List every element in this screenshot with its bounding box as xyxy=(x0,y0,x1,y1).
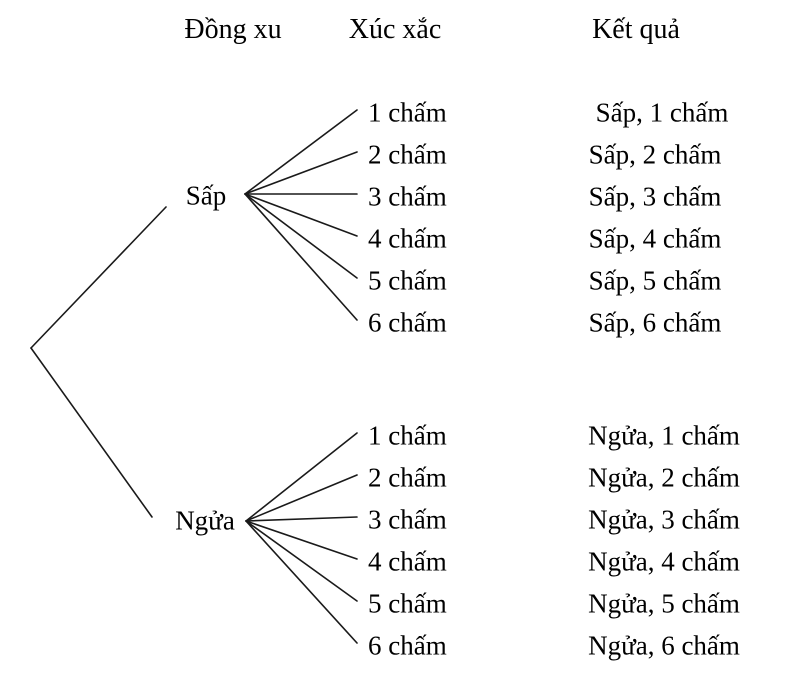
dice-label-ngua-1: 1 chấm xyxy=(368,420,447,451)
dice-label-ngua-4: 4 chấm xyxy=(368,546,447,577)
outcome-ngua-2: Ngửa, 2 chấm xyxy=(588,462,740,493)
outcome-sap-3: Sấp, 3 chấm xyxy=(588,181,722,212)
dice-label-ngua-5: 5 chấm xyxy=(368,588,447,619)
edge-ngua-to-die-4 xyxy=(245,520,358,560)
outcome-sap-4: Sấp, 4 chấm xyxy=(588,223,722,254)
dice-label-sap-6: 6 chấm xyxy=(368,307,447,338)
dice-label-sap-5: 5 chấm xyxy=(368,265,447,296)
dice-label-ngua-2: 2 chấm xyxy=(368,462,447,493)
outcome-ngua-3: Ngửa, 3 chấm xyxy=(588,504,740,535)
outcome-sap-5: Sấp, 5 chấm xyxy=(588,265,722,296)
coin-node-label-2: Ngửa xyxy=(175,505,235,536)
edge-ngua-to-die-3 xyxy=(245,516,358,522)
dice-label-sap-2: 2 chấm xyxy=(368,139,447,170)
outcome-ngua-4: Ngửa, 4 chấm xyxy=(588,546,740,577)
edge-ngua-to-die-5 xyxy=(245,520,358,602)
coin-node-label-1: Sấp xyxy=(185,180,227,211)
outcome-sap-2: Sấp, 2 chấm xyxy=(588,139,722,170)
dice-label-sap-4: 4 chấm xyxy=(368,223,447,254)
edge-root-to-coin-1 xyxy=(30,206,167,349)
edge-sap-to-die-1 xyxy=(244,109,358,195)
edge-sap-to-die-5 xyxy=(244,193,358,279)
outcome-ngua-6: Ngửa, 6 chấm xyxy=(588,630,740,661)
edge-ngua-to-die-1 xyxy=(245,432,358,522)
edge-root-to-coin-2 xyxy=(30,347,153,518)
outcome-ngua-5: Ngửa, 5 chấm xyxy=(588,588,740,619)
outcome-sap-6: Sấp, 6 chấm xyxy=(588,307,722,338)
edge-ngua-to-die-2 xyxy=(245,474,358,522)
outcome-ngua-1: Ngửa, 1 chấm xyxy=(588,420,740,451)
dice-label-sap-3: 3 chấm xyxy=(368,181,447,212)
edge-ngua-to-die-6 xyxy=(245,520,358,644)
column-header-1: Đồng xu xyxy=(184,14,282,45)
dice-label-sap-1: 1 chấm xyxy=(368,97,447,128)
edge-sap-to-die-2 xyxy=(244,151,358,195)
column-header-2: Xúc xắc xyxy=(348,14,442,45)
column-header-3: Kết quả xyxy=(592,14,680,45)
outcome-sap-1: Sấp, 1 chấm xyxy=(595,97,729,128)
dice-label-ngua-6: 6 chấm xyxy=(368,630,447,661)
edge-sap-to-die-4 xyxy=(244,193,358,237)
edge-group xyxy=(30,109,358,644)
edge-sap-to-die-6 xyxy=(244,193,358,321)
dice-label-ngua-3: 3 chấm xyxy=(368,504,447,535)
